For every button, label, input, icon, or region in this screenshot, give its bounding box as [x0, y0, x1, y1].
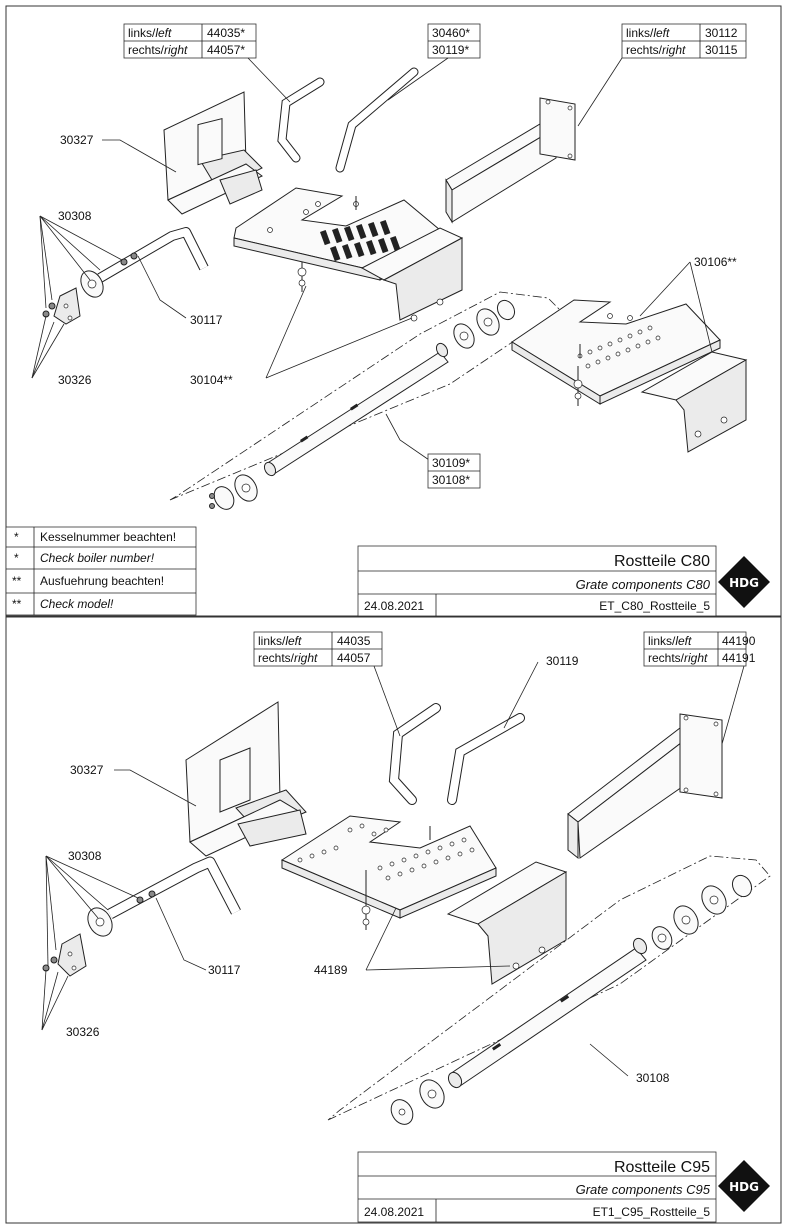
- top-title-block: Rostteile C80 Grate components C80 24.08…: [357, 545, 770, 617]
- bottom-long-shaft: [390, 874, 753, 1125]
- top-tube-right: [335, 67, 419, 173]
- bottom-drawing: links/left 44035 rechts/right 44057 link…: [41, 631, 771, 1223]
- bottom-hdg-logo: [718, 1160, 770, 1212]
- bottom-title-block: Rostteile C95 Grate components C95 24.08…: [357, 1151, 770, 1223]
- svg-text:links/left: links/left: [626, 26, 670, 40]
- top-label-30109: 30109*: [432, 456, 470, 470]
- top-side-plate: [163, 91, 263, 215]
- top-deflector: [360, 227, 464, 322]
- top-table-right: links/left 30112 rechts/right 30115: [621, 23, 747, 59]
- note-mark-3: **: [12, 574, 22, 588]
- svg-text:rechts/right: rechts/right: [258, 651, 318, 665]
- bottom-label-30119: 30119: [546, 654, 579, 668]
- svg-text:rechts/right: rechts/right: [626, 43, 686, 57]
- top-table-mid: 30460* 30119*: [427, 23, 481, 59]
- top-table-left: links/left 44035* rechts/right 44057*: [123, 23, 257, 59]
- top-label-30108: 30108*: [432, 473, 470, 487]
- top-ref-30460: 30460*: [432, 26, 470, 40]
- note-text-4: Check model!: [40, 597, 114, 611]
- top-notes-table: * Kesselnummer beachten! * Check boiler …: [5, 526, 197, 616]
- bottom-doc-id: ET1_C95_Rostteile_5: [593, 1205, 711, 1219]
- bottom-label-30326: 30326: [66, 1025, 100, 1039]
- svg-text:44190: 44190: [722, 634, 756, 648]
- bottom-deflector: [446, 861, 568, 985]
- bottom-hdg-logo-text: HDG: [729, 1180, 759, 1194]
- top-shaft-left: [42, 227, 209, 325]
- svg-text:44191: 44191: [722, 651, 756, 665]
- note-text-3: Ausfuehrung beachten!: [40, 574, 164, 588]
- bottom-label-30117: 30117: [208, 963, 241, 977]
- note-text-2: Check boiler number!: [40, 551, 155, 565]
- bottom-label-30308: 30308: [68, 849, 102, 863]
- svg-text:30115: 30115: [705, 43, 738, 57]
- top-ref-right-value: 44057*: [207, 43, 245, 57]
- bottom-label-30327: 30327: [70, 763, 104, 777]
- bottom-shaft-left: [42, 856, 241, 977]
- bottom-duct: [567, 713, 723, 860]
- top-label-30308: 30308: [58, 209, 92, 223]
- bottom-date: 24.08.2021: [364, 1205, 424, 1219]
- top-tube-left: [277, 77, 325, 163]
- note-mark-1: *: [14, 530, 19, 544]
- bottom-label-30108: 30108: [636, 1071, 670, 1085]
- bottom-subtitle: Grate components C95: [576, 1182, 711, 1197]
- svg-text:44057: 44057: [337, 651, 371, 665]
- svg-text:rechts/right: rechts/right: [648, 651, 708, 665]
- svg-text:links/left: links/left: [258, 634, 302, 648]
- bottom-shaft-envelope: [327, 855, 771, 1121]
- bottom-side-plate: [185, 701, 307, 857]
- svg-text:links/left: links/left: [648, 634, 692, 648]
- bottom-table-right: links/left 44190 rechts/right 44191: [643, 631, 756, 667]
- svg-text:30112: 30112: [705, 26, 738, 40]
- top-date: 24.08.2021: [364, 599, 424, 613]
- top-title: Rostteile C80: [614, 553, 710, 570]
- top-shaft-envelope: [169, 291, 561, 501]
- bottom-grate-holes: [297, 823, 475, 881]
- top-label-30117: 30117: [190, 313, 223, 327]
- top-subtitle: Grate components C80: [576, 577, 711, 592]
- top-right-plate: [511, 299, 721, 406]
- bottom-drawing-frame: [5, 616, 782, 1224]
- svg-text:rechts/right: rechts/right: [128, 43, 188, 57]
- note-mark-2: *: [14, 551, 19, 565]
- svg-text:links/left: links/left: [128, 26, 172, 40]
- bottom-label-44189: 44189: [314, 963, 348, 977]
- top-hdg-logo-text: HDG: [729, 576, 759, 590]
- top-hdg-logo: [718, 556, 770, 608]
- top-long-shaft: [209, 299, 516, 510]
- note-mark-4: **: [12, 597, 22, 611]
- bottom-grate-plate: [280, 815, 497, 930]
- bottom-tube-right: [447, 713, 525, 805]
- top-label-30104: 30104**: [190, 373, 233, 387]
- bottom-table-left: links/left 44035 rechts/right 44057: [253, 631, 383, 667]
- top-drawing: links/left 44035* rechts/right 44057* 30…: [5, 23, 770, 617]
- top-right-deflector: [640, 351, 748, 453]
- top-grate-slots: [319, 219, 401, 262]
- top-ref-left-value: 44035*: [207, 26, 245, 40]
- top-ref-30119: 30119*: [432, 43, 469, 57]
- svg-text:44035: 44035: [337, 634, 371, 648]
- top-label-30106: 30106**: [694, 255, 737, 269]
- top-label-30326: 30326: [58, 373, 92, 387]
- top-duct: [445, 97, 576, 224]
- bottom-title: Rostteile C95: [614, 1159, 710, 1176]
- top-label-30327: 30327: [60, 133, 94, 147]
- bottom-tube-left: [388, 703, 441, 805]
- note-text-1: Kesselnummer beachten!: [40, 530, 176, 544]
- top-doc-id: ET_C80_Rostteile_5: [599, 599, 710, 613]
